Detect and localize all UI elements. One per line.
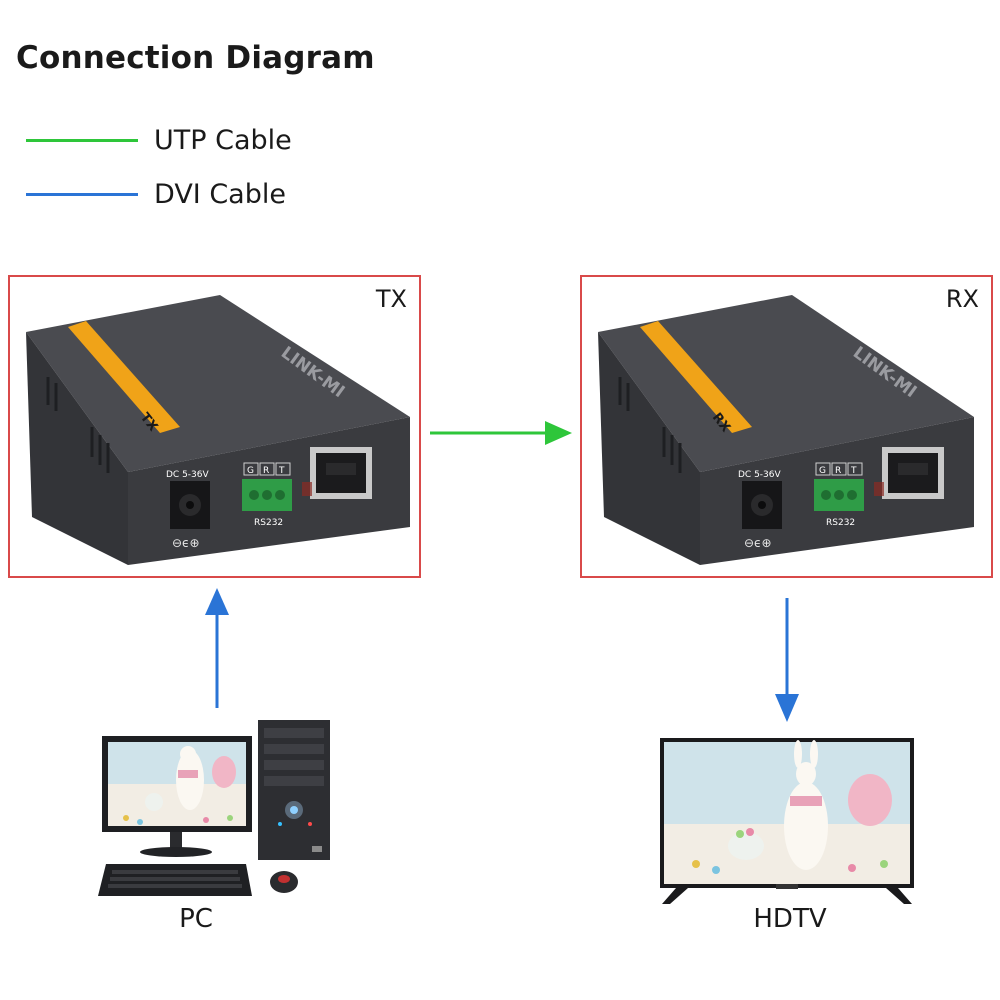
rx-serial-label: RS232 (826, 518, 855, 528)
tx-serial-label: RS232 (254, 518, 283, 528)
green-line-icon (26, 138, 138, 142)
tx-pin-t: T (278, 466, 285, 476)
tx-power-label: DC 5-36V (166, 470, 210, 480)
rx-label: RX (945, 285, 979, 313)
legend-item-utp: UTP Cable (26, 124, 292, 156)
pc-label: PC (179, 904, 213, 934)
rx-pin-r: R (835, 466, 841, 476)
tx-pin-g: G (247, 466, 254, 476)
diagram-title: Connection Diagram (16, 40, 375, 76)
hdtv-image (660, 738, 914, 904)
svg-text:⊖ϵ⊕: ⊖ϵ⊕ (744, 536, 772, 550)
tx-device-image: TX LINK-MI DC 5-36V ⊖ϵ⊕ G R T RS232 (26, 295, 410, 565)
tx-box: TX TX LINK-MI DC 5-36V ⊖ϵ⊕ G R T (8, 275, 421, 578)
legend-label-dvi: DVI Cable (154, 178, 286, 210)
tx-pin-r: R (263, 466, 269, 476)
dvi-arrow-rx-to-hdtv (775, 598, 799, 722)
tx-label: TX (375, 285, 407, 313)
dvi-arrow-pc-to-tx (205, 588, 229, 708)
legend-item-dvi: DVI Cable (26, 178, 286, 210)
utp-arrow (430, 421, 572, 445)
rx-box: RX RX LINK-MI DC 5-36V ⊖ϵ⊕ G R T RS232 (580, 275, 993, 578)
legend-label-utp: UTP Cable (154, 124, 292, 156)
rx-pin-g: G (819, 466, 826, 476)
pc-image (98, 720, 330, 896)
rx-device-image: RX LINK-MI DC 5-36V ⊖ϵ⊕ G R T RS232 (598, 295, 974, 565)
blue-line-icon (26, 192, 138, 196)
hdtv-label: HDTV (753, 904, 827, 934)
rx-pin-t: T (850, 466, 857, 476)
svg-text:⊖ϵ⊕: ⊖ϵ⊕ (172, 536, 200, 550)
rx-power-label: DC 5-36V (738, 470, 782, 480)
